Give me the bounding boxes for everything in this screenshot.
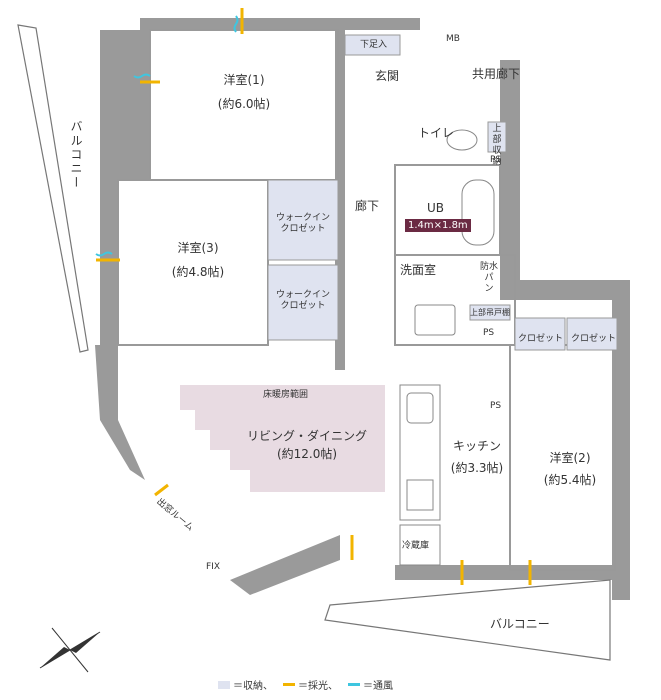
room3-outline (117, 179, 269, 346)
wall-bottom-left (230, 535, 340, 595)
kitchen-counter (399, 384, 441, 521)
ldk-size: (約12.0帖) (276, 447, 338, 461)
room3-name: 洋室(3) (177, 241, 219, 255)
legend-storage-label: ＝収納、 (233, 681, 273, 692)
ps-label-1: PS (490, 155, 502, 165)
mb-label: MB (446, 34, 460, 44)
kitchen-label: キッチン (約3.3帖) (442, 438, 512, 476)
closet-1 (514, 317, 566, 351)
ldk-name: リビング・ダイニング (246, 429, 367, 443)
kitchen-name: キッチン (452, 439, 501, 453)
legend-wind-swatch (348, 683, 360, 686)
wall-right-top (515, 280, 630, 300)
wall-right (612, 280, 630, 600)
balcony-left-label: バルコニー (69, 120, 83, 190)
compass-icon (39, 627, 101, 673)
room1-size: (約6.0帖) (217, 97, 271, 111)
ub-size-label: 1.4m×1.8m (405, 216, 471, 234)
closet-1-label: クロゼット (518, 334, 564, 344)
balcony-left-outline (17, 24, 89, 353)
room3-label: 洋室(3) (約4.8帖) (162, 240, 234, 280)
fridge-space (399, 524, 441, 566)
wall-corridor (335, 30, 345, 370)
ps-label-2: PS (483, 328, 495, 338)
balcony-bottom-outline (324, 579, 611, 661)
wall-right-core (500, 60, 520, 300)
walkin-closet-1 (267, 179, 339, 261)
upper-shelf-label: 上部吊戸棚 (470, 308, 510, 317)
toilet-bowl (446, 129, 478, 151)
wall-bottom (395, 565, 625, 580)
legend-wind-label: ＝通風 (363, 681, 393, 692)
upper-storage-label: 上部収納 (492, 124, 502, 167)
ub-label: UB (427, 201, 445, 215)
legend-light-swatch (283, 683, 295, 686)
walkin-closet-2 (267, 264, 339, 341)
walkin-closet-2-label: ウォークイン クロゼット (275, 290, 330, 311)
wall-left-lower (95, 345, 145, 480)
room1-label: 洋室(1) (約6.0帖) (208, 72, 280, 112)
floor-heating-label: 床暖房範囲 (263, 390, 309, 400)
bathtub (461, 179, 495, 246)
ub-size: 1.4m×1.8m (405, 219, 471, 232)
walkin-closet-1-label: ウォークイン クロゼット (275, 213, 330, 234)
waterproof-pan-label: 防水パン (480, 262, 499, 294)
entrance-label: 玄関 (375, 69, 400, 83)
washbasin (414, 304, 456, 336)
washroom-outline (394, 254, 516, 346)
legend: ＝収納、 ＝採光、 ＝通風 (208, 677, 393, 692)
upper-storage-box (487, 121, 507, 153)
ps-label-3: PS (490, 401, 502, 411)
common-corridor-label: 共用廊下 (472, 67, 521, 81)
closet-2-label: クロゼット (571, 334, 617, 344)
ldk-label: リビング・ダイニング (約12.0帖) (242, 428, 372, 462)
legend-storage-swatch (218, 680, 230, 689)
room2-name: 洋室(2) (549, 451, 591, 465)
shoebox-area (344, 34, 401, 56)
kitchen-size: (約3.3帖) (450, 461, 504, 475)
ub-outline (394, 164, 501, 256)
room2-size: (約5.4帖) (543, 473, 597, 487)
upper-shelf-box (469, 304, 511, 321)
fix-label: FIX (206, 562, 220, 572)
room2-label: 洋室(2) (約5.4帖) (530, 450, 610, 488)
room1-name: 洋室(1) (223, 73, 265, 87)
sink (406, 392, 434, 424)
wall-top (140, 18, 420, 30)
fridge-label: 冷蔵庫 (402, 541, 430, 551)
shoebox-label: 下足入 (360, 40, 388, 50)
corridor-label: 廊下 (355, 199, 380, 213)
light-wind-markers (95, 8, 532, 585)
floor-heating-area (180, 385, 385, 492)
wall-left-upper (100, 30, 150, 345)
legend-light-label: ＝採光、 (298, 681, 338, 692)
balcony-bottom-label: バルコニー (490, 617, 550, 631)
closet-2 (566, 317, 618, 351)
washroom-label: 洗面室 (400, 263, 437, 277)
stove (406, 479, 434, 511)
room3-size: (約4.8帖) (171, 265, 225, 279)
toilet-label: トイレ (418, 126, 455, 140)
